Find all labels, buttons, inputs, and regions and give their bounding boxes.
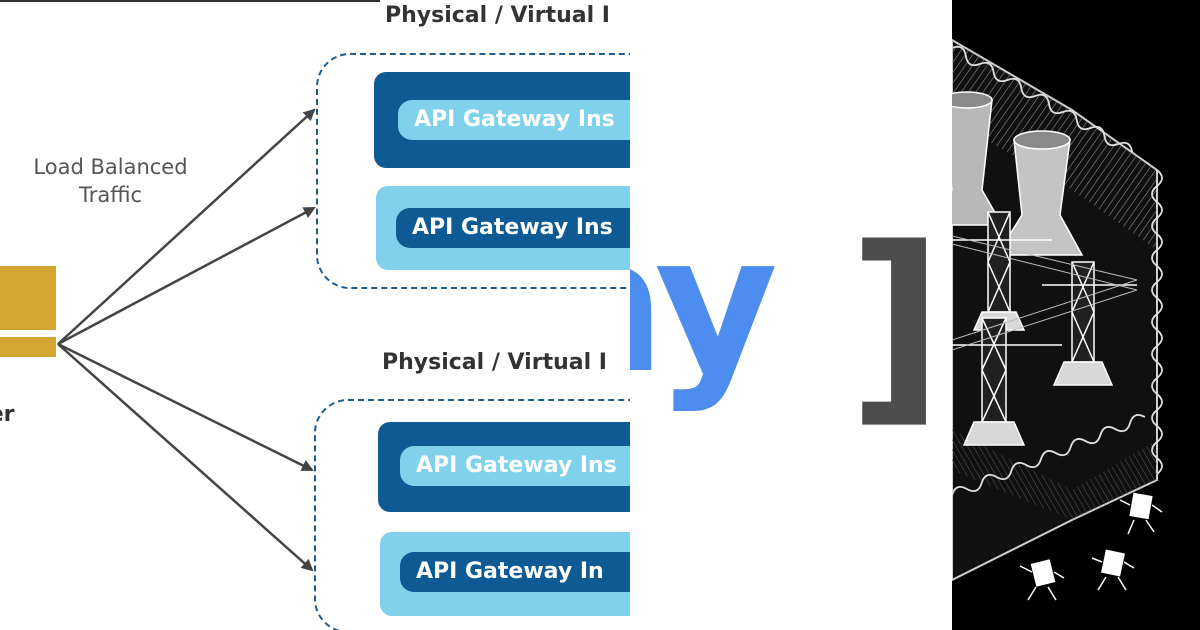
arrow-to-instance-3: [57, 342, 314, 472]
gateway-instance-label: API Gateway In: [400, 552, 630, 592]
gateway-instance-2: API Gateway Ins: [376, 186, 630, 270]
traffic-label-line-2: Traffic: [78, 183, 143, 207]
power-plant-illustration: [952, 38, 1163, 601]
traffic-label: Load Balanced Traffic: [28, 153, 193, 209]
running-document-icon: [1119, 492, 1163, 535]
api-gateway-diagram-panel: Physical / Virtual I API Gateway Ins API…: [0, 0, 630, 630]
gateway-instance-label: API Gateway Ins: [400, 446, 630, 486]
group-title-top: Physical / Virtual I: [385, 3, 610, 28]
power-pylon-icon: [952, 211, 1052, 331]
power-pylon-icon: [952, 317, 1062, 446]
running-document-icon: [1091, 549, 1135, 591]
power-plant-illustration-panel: [952, 0, 1200, 630]
traffic-label-line-1: Load Balanced: [33, 155, 188, 179]
gateway-instance-label: API Gateway Ins: [398, 100, 630, 140]
load-balancer-box: [0, 266, 56, 330]
wordmark-fragment: ay: [630, 194, 778, 415]
power-lines: [952, 235, 1138, 351]
gateway-instance-1: API Gateway Ins: [374, 72, 630, 168]
power-pylon-icon: [1042, 261, 1137, 386]
wordmark-panel: ay ]: [630, 0, 952, 630]
arrow-to-instance-4: [57, 343, 314, 572]
traffic-arrows: [57, 108, 316, 572]
arrow-to-instance-2: [57, 206, 316, 346]
gateway-instance-4: API Gateway In: [380, 532, 630, 616]
arrow-to-instance-1: [57, 108, 316, 345]
front-fence-wall: [952, 430, 1157, 520]
running-document-icon: [1019, 559, 1065, 601]
closing-bracket: ]: [848, 202, 944, 447]
cooling-tower-icon: [995, 130, 1084, 256]
group-title-bottom: Physical / Virtual I: [382, 350, 607, 375]
razor-wire-icon: [952, 45, 1163, 496]
load-balancer-base: [0, 337, 56, 357]
gateway-instance-label: API Gateway Ins: [396, 208, 630, 248]
load-balancer-label: ncer: [0, 402, 15, 427]
gateway-instance-3: API Gateway Ins: [378, 422, 630, 512]
top-divider: [0, 0, 380, 2]
